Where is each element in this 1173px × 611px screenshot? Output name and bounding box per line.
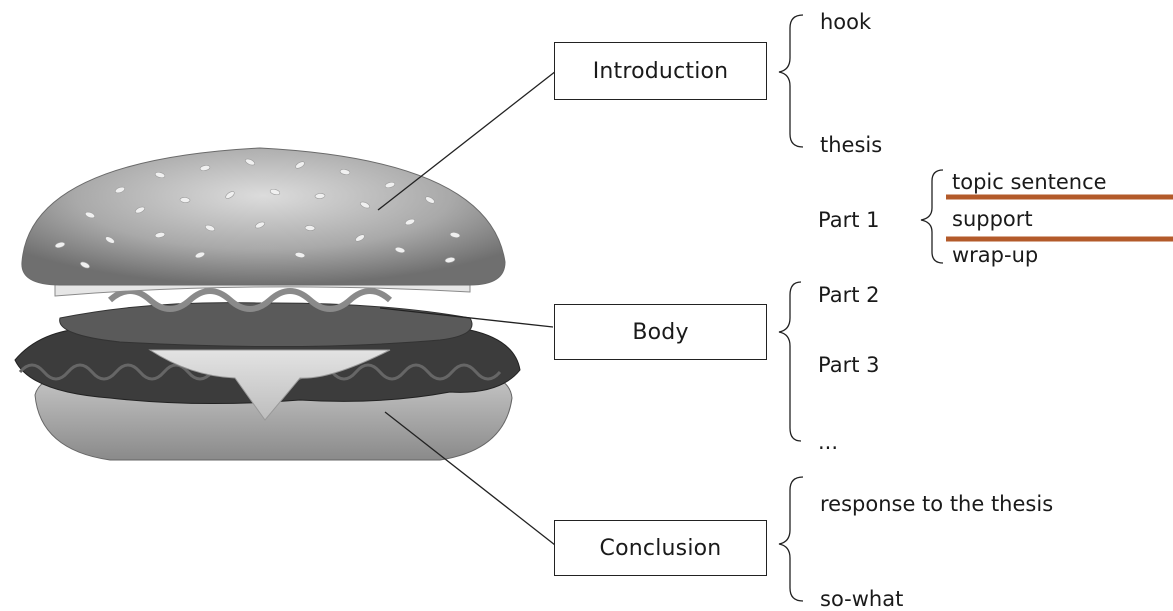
- conclusion-box: Conclusion: [554, 520, 767, 576]
- so-what-label: so-what: [820, 587, 904, 611]
- more-parts-label: ...: [818, 430, 839, 454]
- part1-label: Part 1: [818, 208, 880, 232]
- body-box: Body: [554, 304, 767, 360]
- body-label: Body: [632, 319, 689, 345]
- wrap-up-label: wrap-up: [952, 243, 1039, 267]
- support-label: support: [952, 207, 1033, 231]
- brace-part1: [920, 169, 944, 264]
- conclusion-label: Conclusion: [599, 535, 722, 561]
- response-to-thesis-label: response to the thesis: [820, 492, 1054, 516]
- connector-introduction: [377, 70, 557, 211]
- sesame-seeds: [54, 158, 461, 269]
- tomato: [59, 302, 473, 348]
- cheese: [148, 349, 391, 421]
- introduction-label: Introduction: [592, 58, 729, 84]
- part2-label: Part 2: [818, 283, 880, 307]
- introduction-box: Introduction: [554, 42, 767, 100]
- part3-label: Part 3: [818, 353, 880, 377]
- thesis-label: thesis: [820, 133, 883, 157]
- brace-body: [778, 281, 802, 442]
- connector-conclusion: [384, 411, 556, 546]
- brace-conclusion: [778, 476, 804, 602]
- topic-sentence-label: topic sentence: [952, 170, 1107, 194]
- hook-label: hook: [820, 10, 872, 34]
- lettuce-upper: [107, 288, 393, 312]
- brace-introduction: [778, 14, 804, 148]
- connector-body: [379, 307, 554, 328]
- top-bun: [21, 147, 506, 286]
